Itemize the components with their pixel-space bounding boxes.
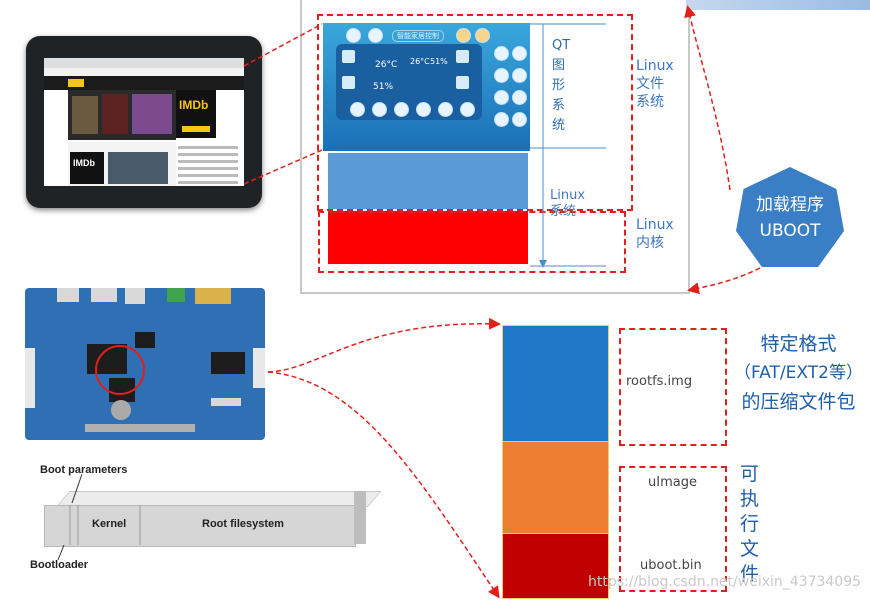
- status-icon: [346, 28, 361, 43]
- device-icon: [494, 90, 509, 105]
- qt-temp-right: 26°C: [410, 57, 430, 66]
- qt-humidity-left: 51%: [373, 82, 394, 92]
- status-icon: [475, 28, 490, 43]
- device-icon: [512, 68, 527, 83]
- mode-icon: [416, 102, 431, 117]
- uimage-label: uImage: [648, 475, 697, 490]
- mode-icon: [372, 102, 387, 117]
- device-icon: [494, 112, 509, 127]
- rootfs-description: 特定格式 （FAT/EXT2等） 的压缩文件包: [734, 333, 863, 413]
- device-icon: [512, 46, 527, 61]
- header-band: [686, 0, 870, 10]
- rootfs-segment-label: Root filesystem: [202, 518, 284, 530]
- rootfs-label: rootfs.img: [626, 374, 693, 389]
- status-icon: [456, 28, 471, 43]
- exec-dashed-box: [619, 466, 727, 592]
- bootloader-label: Bootloader: [30, 559, 89, 571]
- uboot-block: [502, 533, 609, 599]
- executable-description: 可 执 行 文 件: [740, 463, 760, 585]
- kernel-segment-label: Kernel: [92, 518, 127, 530]
- plus-icon: [456, 50, 469, 63]
- boot-parameters-label: Boot parameters: [40, 464, 128, 476]
- mode-icon: [438, 102, 453, 117]
- watermark: https://blog.csdn.net/weixin_43734095: [588, 574, 862, 590]
- boot-bar-side: [354, 491, 366, 544]
- plus-icon: [342, 50, 355, 63]
- linux-kernel-block: [328, 211, 528, 264]
- status-icon: [368, 28, 383, 43]
- minus-icon: [342, 76, 355, 89]
- bootloader-hexagon-text: 加载程序 UBOOT: [756, 195, 824, 241]
- rootfs-block: [502, 325, 609, 443]
- mode-icon: [460, 102, 475, 117]
- boot-bar-front: [44, 505, 356, 547]
- qt-gui-title: 智能家居控制: [392, 30, 444, 42]
- mode-icon: [394, 102, 409, 117]
- linux-fs-label: Linux 文件 系统: [636, 58, 674, 110]
- kernel-dashed-box: [318, 211, 626, 273]
- device-icon: [494, 68, 509, 83]
- filesystem-dashed-box: [317, 14, 633, 211]
- device-icon: [512, 112, 527, 127]
- tablet-screen-image: IMDb IMDb: [44, 58, 244, 186]
- linux-system-label: Linux 系统: [550, 188, 586, 219]
- uboot-label: uboot.bin: [640, 558, 702, 573]
- linux-kernel-label: Linux 内核: [636, 217, 674, 251]
- device-icon: [512, 90, 527, 105]
- qt-gui-label: QT 图 形 系 统: [552, 38, 571, 133]
- device-icon: [494, 46, 509, 61]
- minus-icon: [456, 76, 469, 89]
- qt-temp-left: 26°C: [375, 60, 398, 70]
- qt-humidity-right: 51%: [430, 57, 448, 66]
- uimage-block: [502, 441, 609, 535]
- linux-system-block: [328, 153, 528, 209]
- dev-board-image: [25, 288, 265, 440]
- rootfs-dashed-box: [619, 328, 727, 446]
- mode-icon: [350, 102, 365, 117]
